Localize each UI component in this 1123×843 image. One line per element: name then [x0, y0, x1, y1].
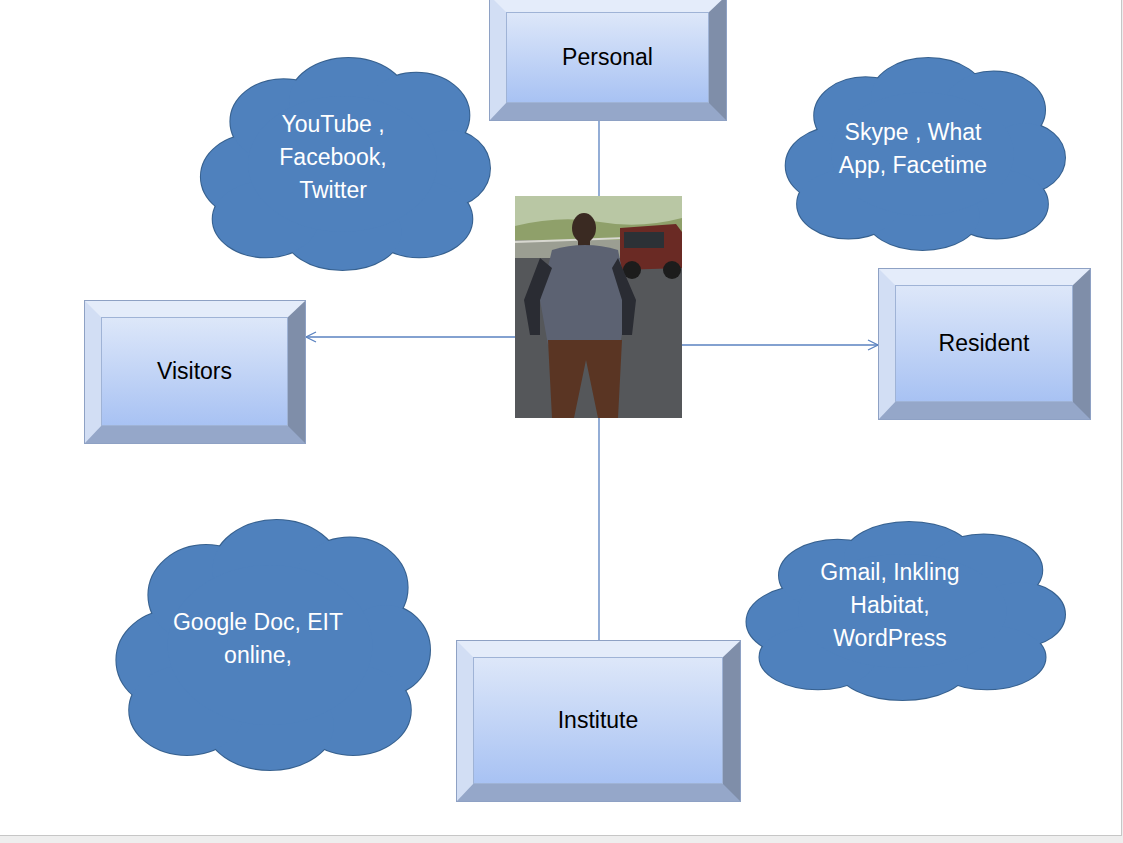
cloud-text: YouTube , Facebook, Twitter	[268, 108, 398, 207]
bevel-box: Resident	[879, 269, 1090, 419]
box-face: Institute	[474, 658, 722, 783]
bevel-box: Institute	[457, 641, 740, 801]
cloud-text: Gmail, Inkling Habitat, WordPress	[810, 556, 970, 655]
box-face: Visitors	[102, 318, 287, 425]
box-face: Personal	[507, 13, 708, 102]
cloud-text: Google Doc, EIT online,	[163, 606, 353, 672]
cloud-node: YouTube , Facebook, Twitter	[195, 58, 490, 270]
bevel-box: Visitors	[85, 301, 305, 443]
box-label: Personal	[562, 44, 653, 71]
cloud-node: Google Doc, EIT online,	[110, 520, 430, 770]
box-label: Visitors	[157, 358, 232, 385]
cloud-node: Gmail, Inkling Habitat, WordPress	[740, 522, 1065, 700]
box-label: Resident	[939, 330, 1030, 357]
box-label: Institute	[558, 707, 639, 734]
cloud-node: Skype , What App, Facetime	[780, 58, 1065, 250]
cloud-text: Skype , What App, Facetime	[828, 116, 998, 182]
bevel-box: Personal	[490, 0, 726, 120]
person-photo	[515, 196, 682, 418]
box-face: Resident	[896, 286, 1072, 401]
